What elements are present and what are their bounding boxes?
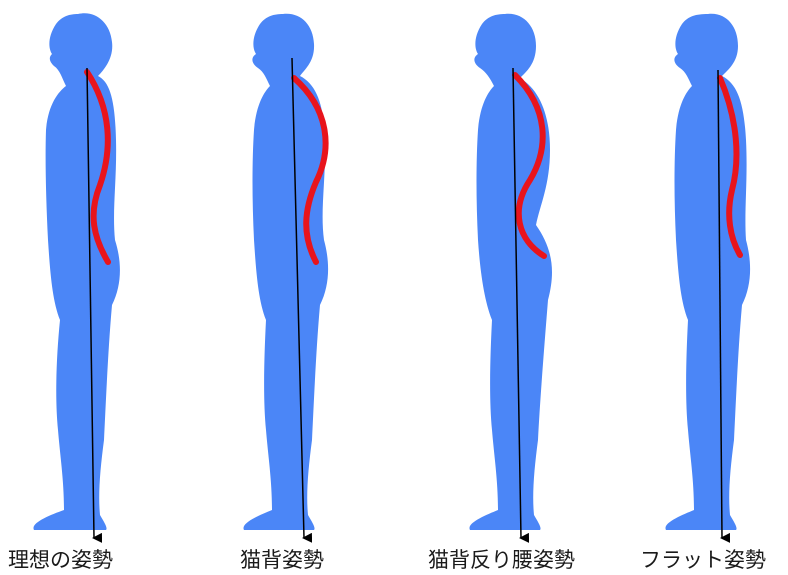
body-silhouette-kyphosis (243, 14, 328, 530)
caption-kyphosis: 猫背姿勢 (240, 544, 324, 574)
figure-kypholordosis (469, 14, 552, 538)
figure-flat (665, 14, 750, 538)
figure-kyphosis (243, 14, 328, 538)
body-silhouette-flat (665, 14, 750, 530)
caption-ideal: 理想の姿勢 (8, 544, 113, 574)
caption-flat: フラット姿勢 (640, 544, 766, 574)
body-silhouette-ideal (33, 13, 119, 530)
body-silhouette-kypholordosis (469, 14, 552, 530)
figure-ideal (33, 13, 119, 538)
caption-kypholordosis: 猫背反り腰姿勢 (428, 544, 575, 574)
